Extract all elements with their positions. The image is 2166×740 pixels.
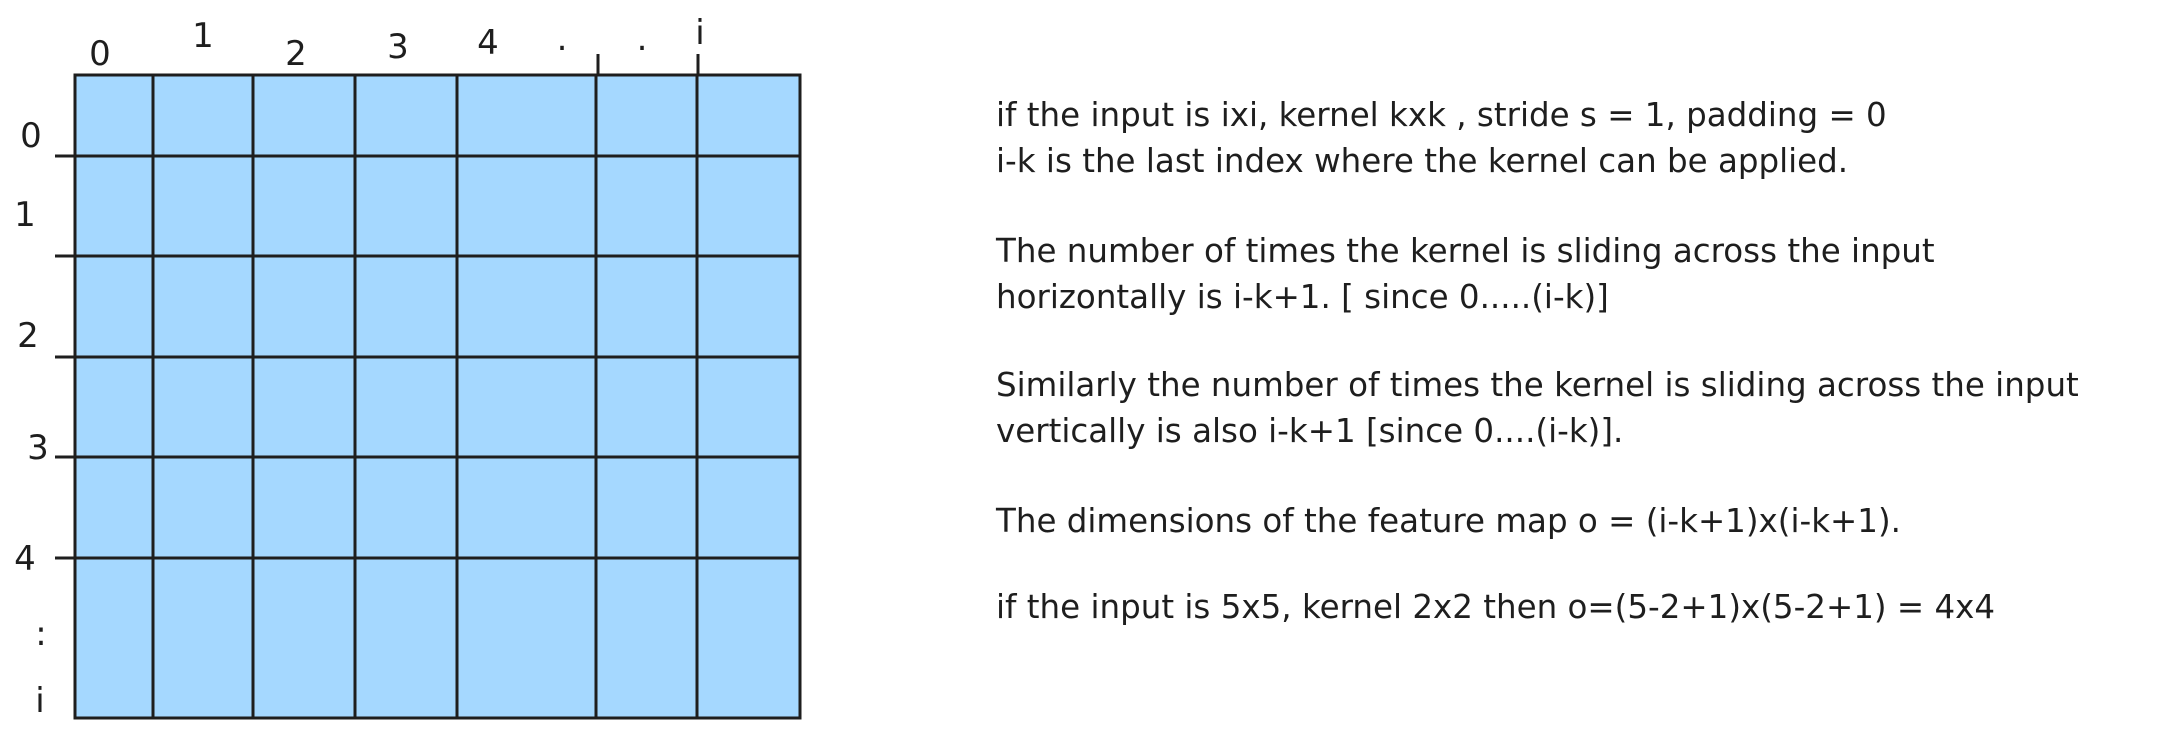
col-label-4: 4 (477, 23, 499, 63)
row-label-3: 3 (27, 428, 49, 468)
input-grid-diagram: 0 1 2 3 4 . . i 0 1 2 3 4 : i (14, 13, 802, 721)
note-feature-map-formula: The dimensions of the feature map o = (i… (996, 498, 2156, 544)
col-label-2: 2 (285, 34, 307, 74)
col-label-i: i (695, 13, 704, 53)
row-label-2: 2 (17, 316, 39, 356)
row-label-colon: : (35, 614, 46, 654)
note-example: if the input is 5x5, kernel 2x2 then o=(… (996, 584, 2156, 630)
col-label-dot-1: . (557, 19, 568, 59)
row-label-i: i (35, 681, 44, 721)
col-label-0: 0 (89, 34, 111, 74)
note-line: i-k is the last index where the kernel c… (996, 142, 1849, 180)
row-label-0: 0 (20, 116, 42, 156)
row-label-4: 4 (14, 539, 36, 579)
note-input-definition: if the input is ixi, kernel kxk , stride… (996, 92, 2156, 184)
input-grid-background (73, 73, 802, 720)
note-line: Similarly the number of times the kernel… (996, 366, 2079, 404)
note-line: vertically is also i-k+1 [since 0....(i-… (996, 412, 1624, 450)
col-label-1: 1 (192, 16, 214, 56)
col-label-dot-2: . (637, 19, 648, 59)
note-horizontal-slides: The number of times the kernel is slidin… (996, 228, 2156, 320)
note-line: The dimensions of the feature map o = (i… (996, 502, 1901, 540)
note-line: The number of times the kernel is slidin… (996, 232, 1935, 270)
note-line: if the input is ixi, kernel kxk , stride… (996, 96, 1887, 134)
col-label-3: 3 (387, 27, 409, 67)
note-vertical-slides: Similarly the number of times the kernel… (996, 362, 2156, 454)
note-line: if the input is 5x5, kernel 2x2 then o=(… (996, 588, 1996, 626)
explanation-notes: if the input is ixi, kernel kxk , stride… (996, 92, 2156, 630)
note-line: horizontally is i-k+1. [ since 0.....(i-… (996, 278, 1609, 316)
row-label-1: 1 (14, 195, 36, 235)
